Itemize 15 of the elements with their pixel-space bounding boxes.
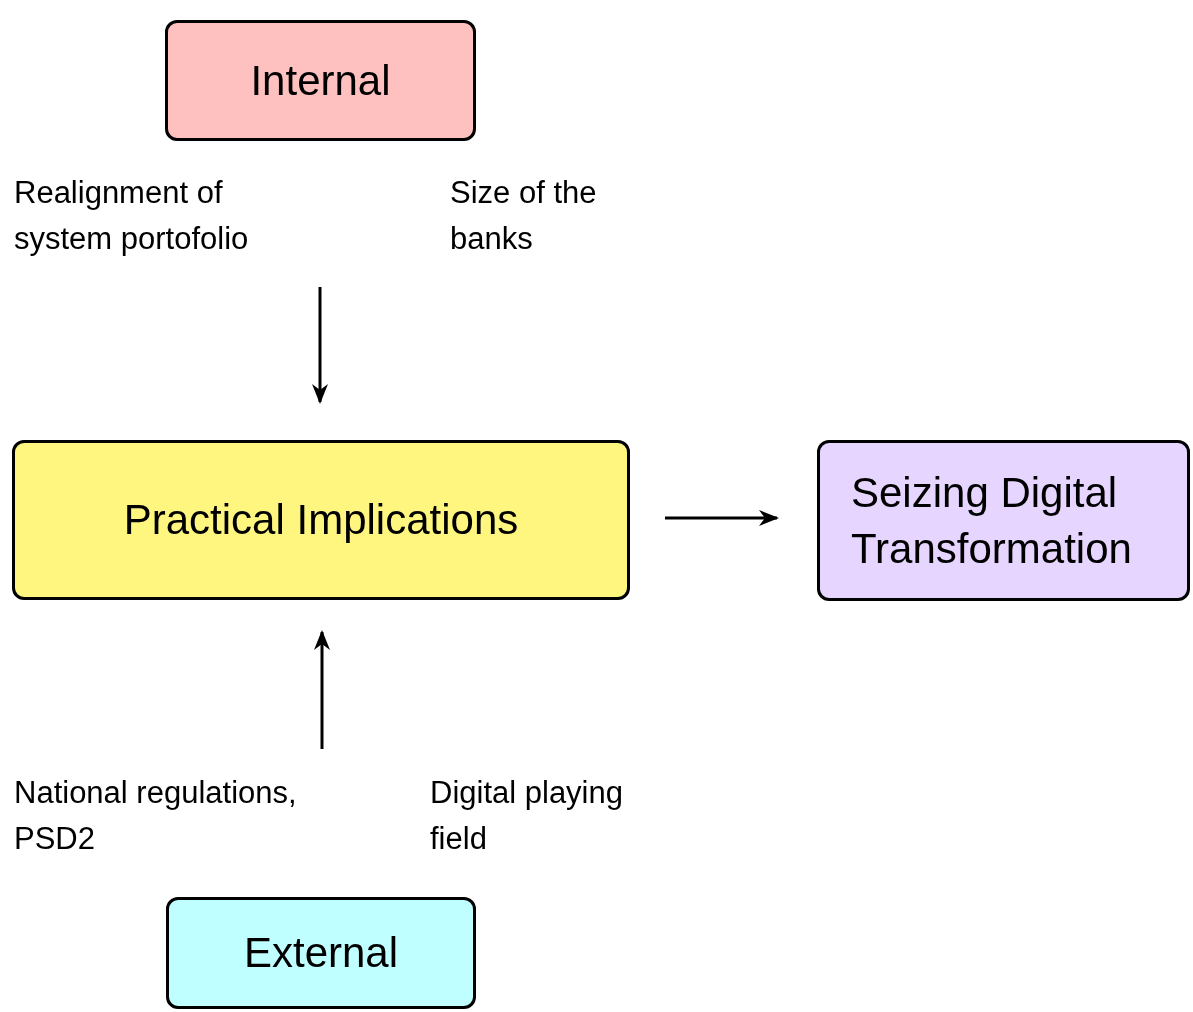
arrow [314, 630, 330, 749]
factor-label: Digital playing field [430, 774, 624, 858]
node-label: Practical Implications [123, 495, 519, 545]
process-box [817, 440, 1190, 601]
process-box [166, 897, 476, 1009]
factor-label: Realignment of system portofolio [14, 174, 250, 258]
node-label: External [243, 928, 399, 978]
arrow [312, 287, 328, 404]
process-box [165, 20, 476, 141]
node-label: Internal [250, 55, 391, 106]
arrow [665, 510, 779, 526]
factor-label: National regulations, PSD2 [14, 774, 298, 858]
factor-label: Size of the banks [450, 174, 598, 258]
node-label: Seizing Digital Transformation [851, 467, 1133, 574]
process-box [12, 440, 630, 600]
